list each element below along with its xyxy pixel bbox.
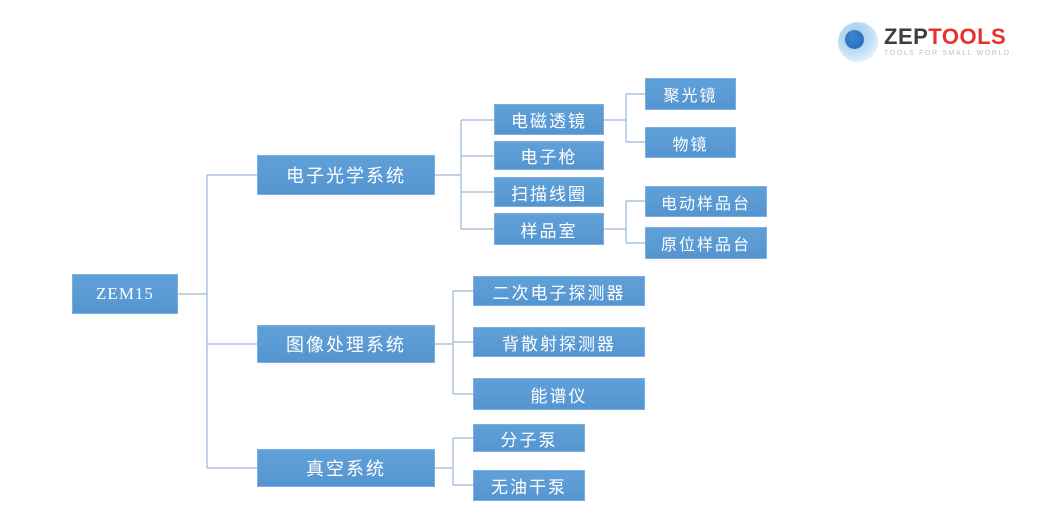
node-scan-coil: 扫描线圈 [494, 177, 604, 207]
logo-word-zep: ZEP [884, 24, 929, 49]
logo-wordmark: ZEPTOOLS TOOLS FOR SMALL WORLD. [884, 26, 1015, 58]
logo-word: ZEPTOOLS [884, 26, 1014, 48]
node-electron-optics-system: 电子光学系统 [257, 155, 435, 195]
zeptools-logo: ZEPTOOLS TOOLS FOR SMALL WORLD. [838, 20, 1038, 66]
node-secondary-electron-detector: 二次电子探测器 [473, 276, 645, 306]
node-electromagnetic-lens: 电磁透镜 [494, 104, 604, 135]
node-electron-gun: 电子枪 [494, 141, 604, 170]
logo-orb-core [845, 30, 864, 49]
logo-word-tools: TOOLS [928, 24, 1007, 49]
node-zem15: ZEM15 [72, 274, 178, 314]
node-eds-spectrometer: 能谱仪 [473, 378, 645, 410]
node-sample-chamber: 样品室 [494, 213, 604, 245]
node-molecular-pump: 分子泵 [473, 424, 585, 452]
node-oil-free-dry-pump: 无油干泵 [473, 470, 585, 501]
node-in-situ-sample-stage: 原位样品台 [645, 227, 767, 259]
node-objective-lens: 物镜 [645, 127, 736, 158]
node-image-processing-system: 图像处理系统 [257, 325, 435, 363]
logo-tagline: TOOLS FOR SMALL WORLD. [884, 50, 1015, 57]
node-condenser-lens: 聚光镜 [645, 78, 736, 110]
node-backscatter-detector: 背散射探测器 [473, 327, 645, 357]
logo-orb-icon [838, 22, 878, 62]
node-vacuum-system: 真空系统 [257, 449, 435, 487]
node-motorized-sample-stage: 电动样品台 [645, 186, 767, 217]
